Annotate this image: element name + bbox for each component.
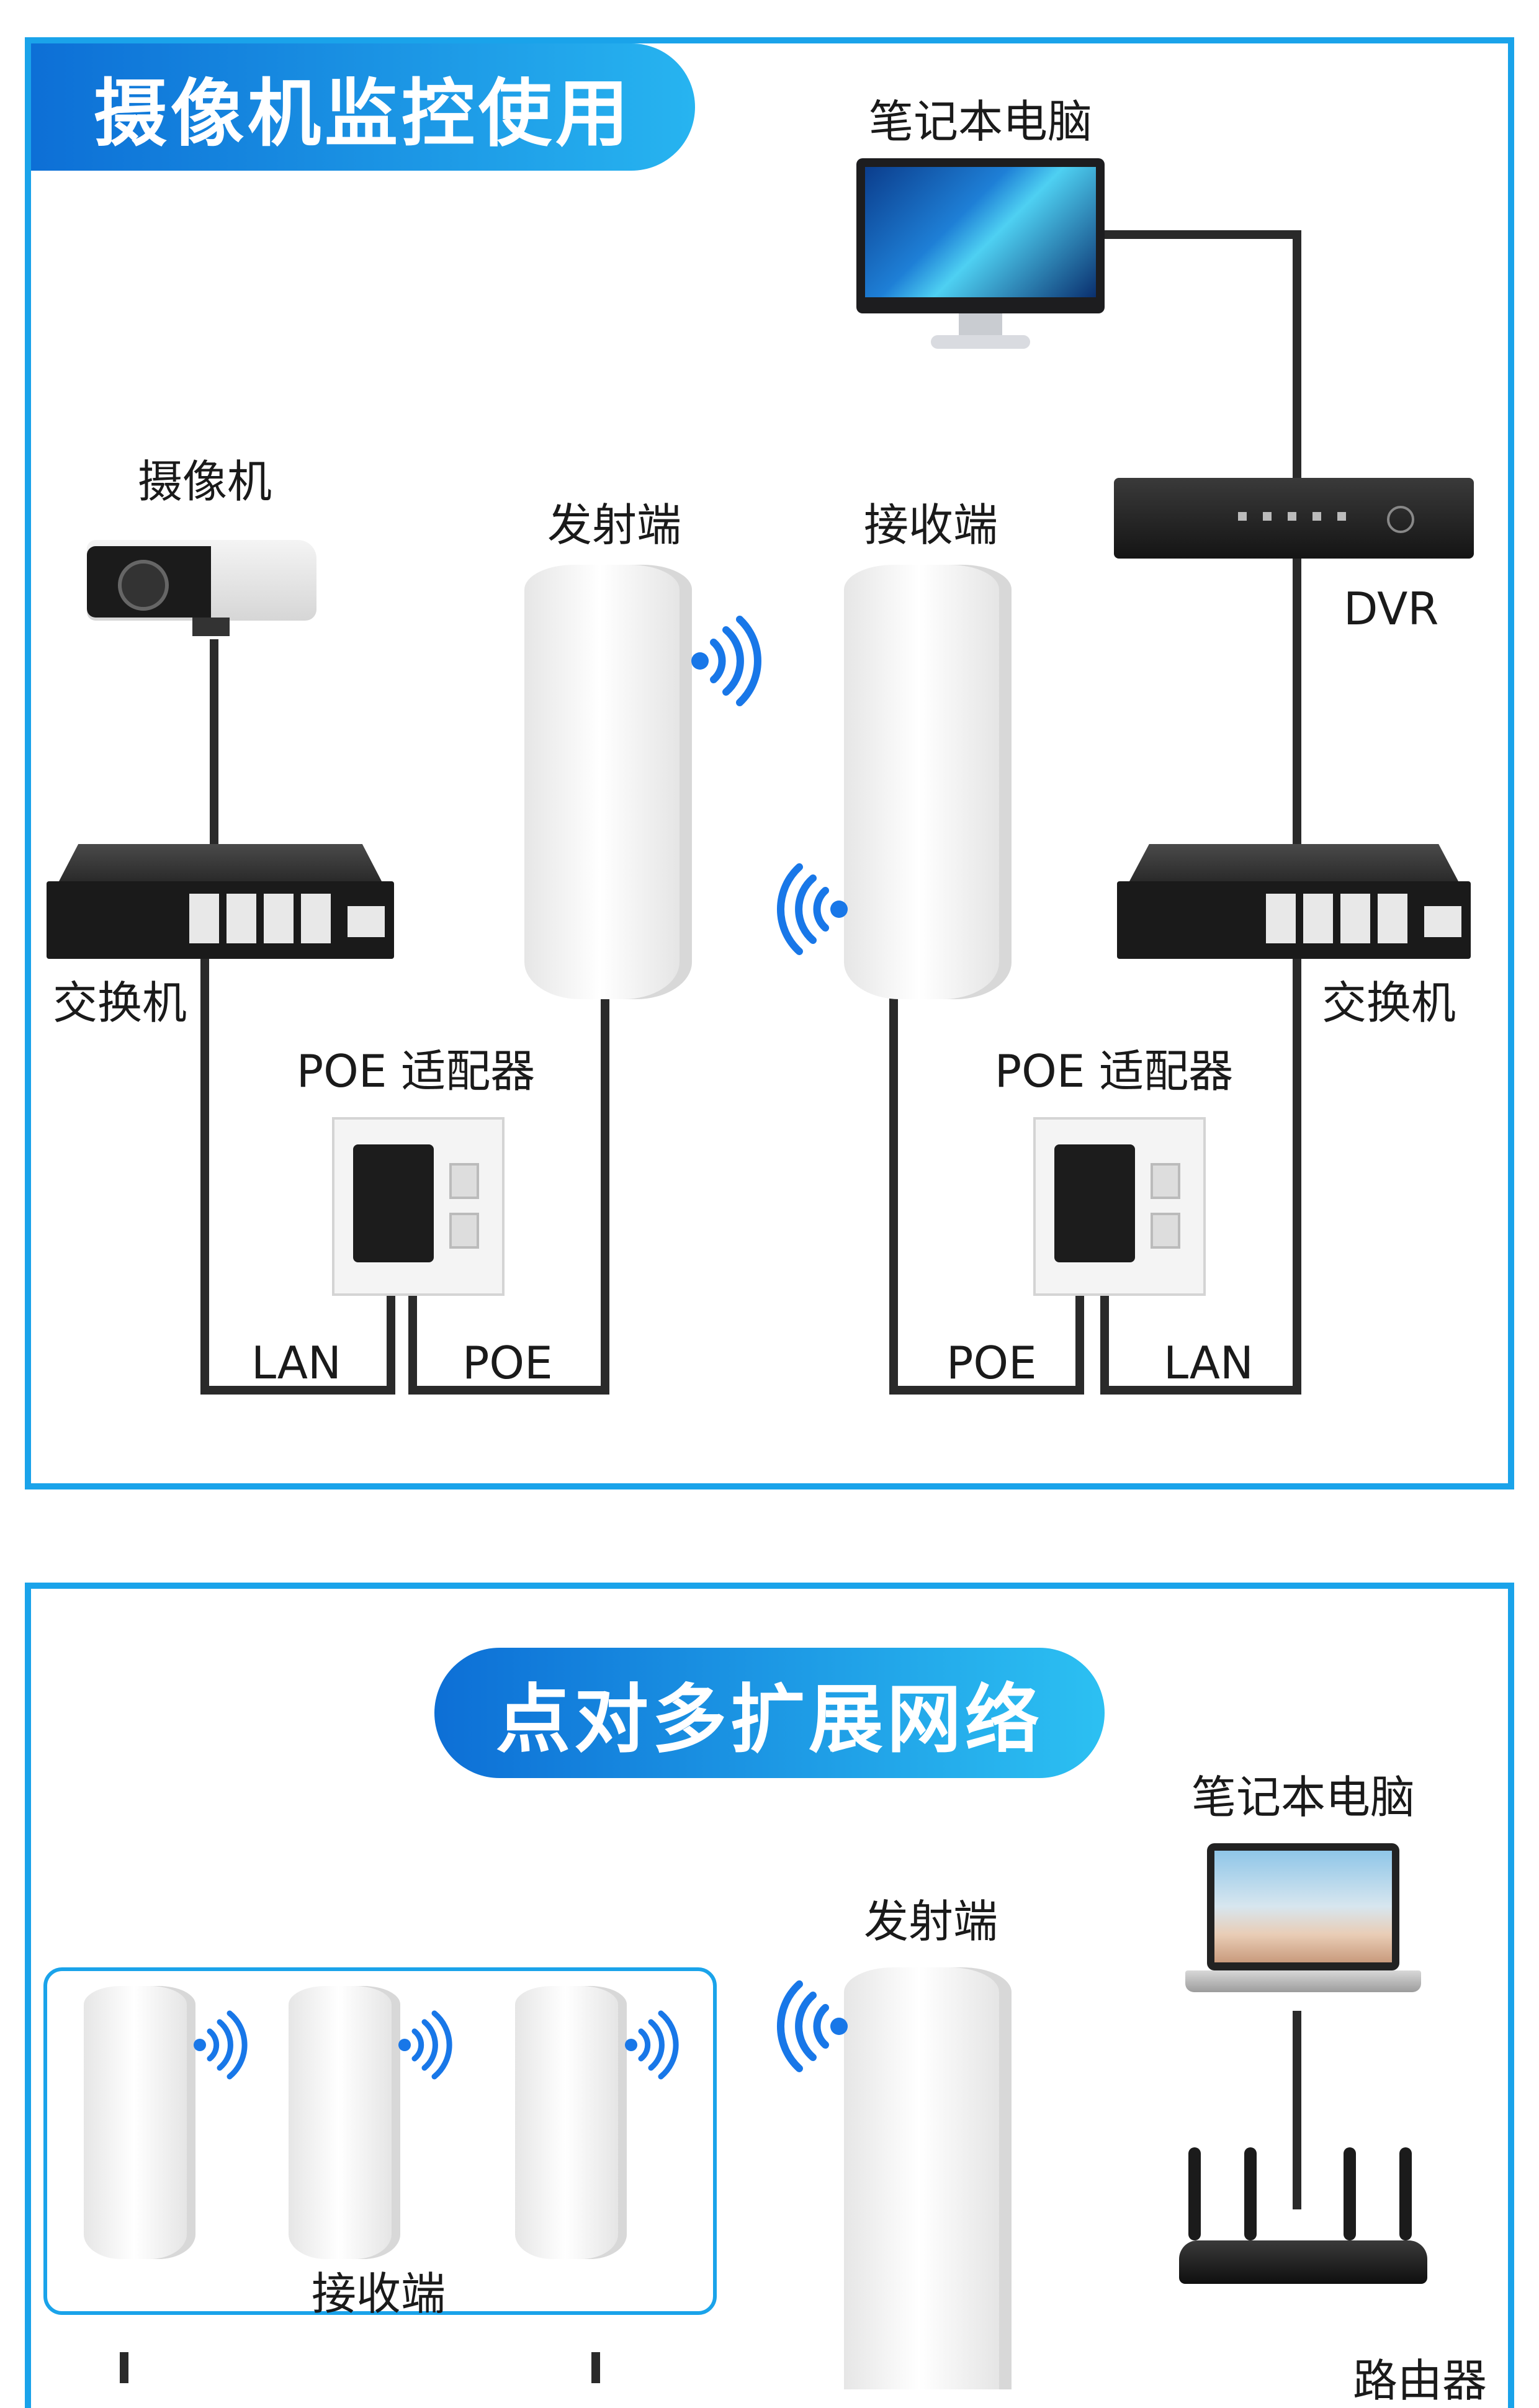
panel-title-banner: 摄像机监控使用 [31,43,695,171]
receivers-group [43,1967,717,2315]
wifi-signal-icon-receiver-3 [624,2010,680,2080]
receiver-device [844,565,1012,999]
dvr-device [1114,478,1474,559]
lan-port-right-label: LAN [1164,1337,1254,1389]
laptop-base [1185,1970,1421,1992]
receiver-device-1 [84,1986,195,2259]
poe-adapter-right [1033,1117,1206,1296]
panel-title: 摄像机监控使用 [93,71,632,156]
receivers-label: 接收端 [311,2268,446,2320]
poe-adapter-right-label: POE 适配器 [994,1045,1234,1097]
router-label: 路由器 [1353,2355,1487,2407]
wifi-signal-icon-right [689,614,770,706]
receiver-device-2 [289,1986,400,2259]
monitor-stand [959,313,1002,338]
switch-left-label: 交换机 [53,977,187,1029]
camera-label: 摄像机 [137,456,272,508]
router-body [1179,2240,1427,2284]
switch-left [47,844,394,959]
poe-adapter-left [332,1117,505,1296]
laptop-label: 笔记本电脑 [868,96,1093,148]
receiver-label: 接收端 [863,499,998,551]
laptop2-label: 笔记本电脑 [1191,1771,1416,1823]
panel2-title-banner: 点对多扩展网络 [434,1648,1105,1778]
panel2-title: 点对多扩展网络 [496,1677,1043,1763]
poe-port-left-label: POE [462,1337,553,1389]
transmitter-label: 发射端 [547,499,682,551]
poe-port-right-label: POE [946,1337,1037,1389]
receiver-device-3 [515,1986,627,2259]
wifi-signal-icon-receiver-2 [397,2010,453,2080]
wifi-signal-icon-left [770,860,850,959]
camera-monitoring-panel [25,37,1514,1489]
transmitter-device [524,565,692,999]
monitor-base [931,335,1030,349]
camera-icon [87,521,316,636]
poe-adapter-left-label: POE 适配器 [296,1045,536,1097]
wifi-signal-icon-receiver-1 [192,2010,248,2080]
laptop-icon [1207,1843,1399,1970]
switch-right-label: 交换机 [1322,977,1456,1029]
dvr-label: DVR [1344,583,1439,635]
router-icon [1188,2147,1415,2247]
wifi-signal-icon-transmitter2 [770,1977,850,2076]
lan-port-left-label: LAN [251,1337,341,1389]
transmitter2-label: 发射端 [863,1895,998,1948]
monitor-icon [856,158,1105,313]
switch-right [1117,844,1471,959]
transmitter2-device [844,1967,1012,2389]
